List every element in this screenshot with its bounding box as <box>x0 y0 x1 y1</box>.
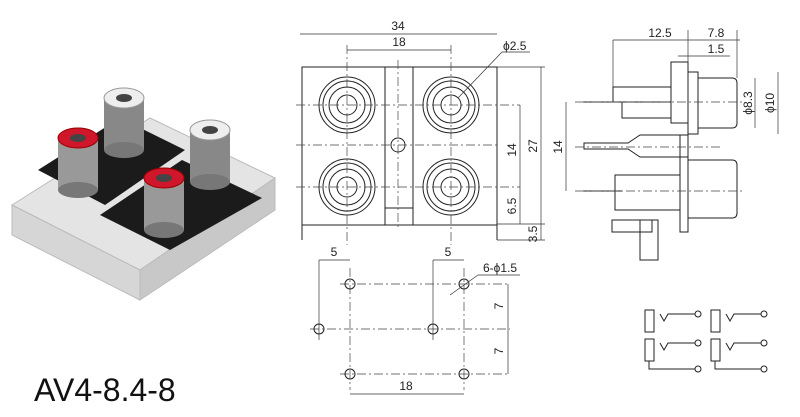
side-view: 12.5 7.8 1.5 ϕ8.3 ϕ10 14 <box>551 26 779 261</box>
dim-hole-diameter: ϕ2.5 <box>503 39 527 53</box>
model-number: AV4-8.4-8 <box>34 372 176 408</box>
dim-height: 27 <box>526 139 540 153</box>
dim-flange: 1.5 <box>708 42 725 56</box>
dim-pitch-bottom: 7 <box>492 347 506 354</box>
dim-holes: 6-ϕ1.5 <box>483 261 517 275</box>
dim-row-spacing: 14 <box>505 143 519 157</box>
dim-jack-length: 7.8 <box>708 26 725 40</box>
dim-depth: 12.5 <box>648 26 672 40</box>
dim-side-row-spacing: 14 <box>551 140 565 154</box>
jack-white-back-left <box>103 87 145 158</box>
product-photo <box>10 87 276 301</box>
dim-outer-diameter: ϕ10 <box>763 93 777 113</box>
jack-white-back-right <box>189 119 231 190</box>
dim-inner-diameter: ϕ8.3 <box>741 91 755 115</box>
dim-width: 34 <box>391 19 405 33</box>
jack-red-front-left <box>57 127 99 198</box>
jack-red-front-right <box>143 167 185 238</box>
dim-pitch-top: 7 <box>492 302 506 309</box>
dim-offset-left: 5 <box>331 245 338 259</box>
pcb-footprint: 5 5 6-ϕ1.5 7 7 18 <box>310 245 520 395</box>
dim-offset-right: 5 <box>445 245 452 259</box>
dim-footprint-width: 18 <box>399 379 413 393</box>
dim-jack-spacing: 18 <box>392 35 406 49</box>
dim-bottom-offset: 6.5 <box>505 197 519 214</box>
front-view: 34 18 ϕ2.5 14 27 6.5 3.5 <box>296 19 545 245</box>
schematic-symbol <box>644 309 768 373</box>
dim-pin-length: 3.5 <box>526 225 540 242</box>
